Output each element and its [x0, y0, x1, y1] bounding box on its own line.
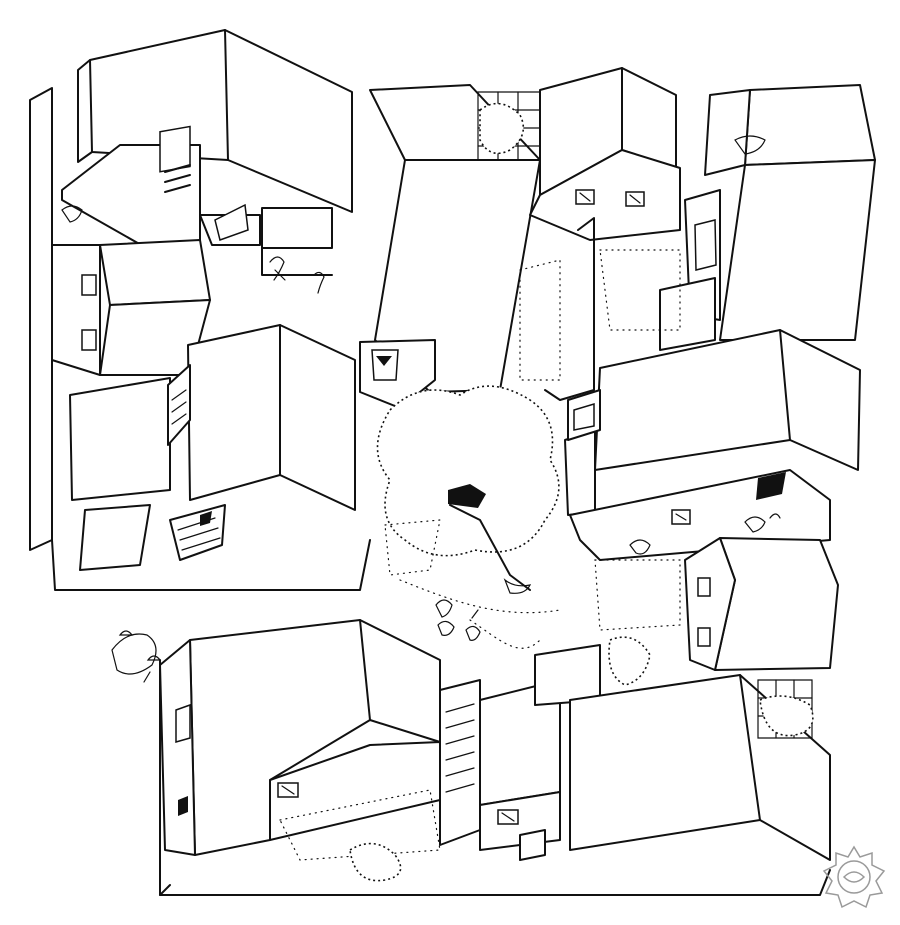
site-ground: [29, 87, 831, 896]
house-top-right: [519, 67, 876, 401]
house-right-middle: [564, 329, 861, 686]
house-left-middle: [51, 239, 356, 571]
house-bottom-left: [159, 619, 441, 882]
house-top-left: [61, 29, 353, 294]
watermark-logo-icon: [822, 845, 886, 909]
house-center-top: [359, 84, 541, 409]
house-bottom-right: [439, 644, 831, 861]
central-tree: [376, 385, 561, 649]
figures-and-furniture: [61, 205, 481, 683]
